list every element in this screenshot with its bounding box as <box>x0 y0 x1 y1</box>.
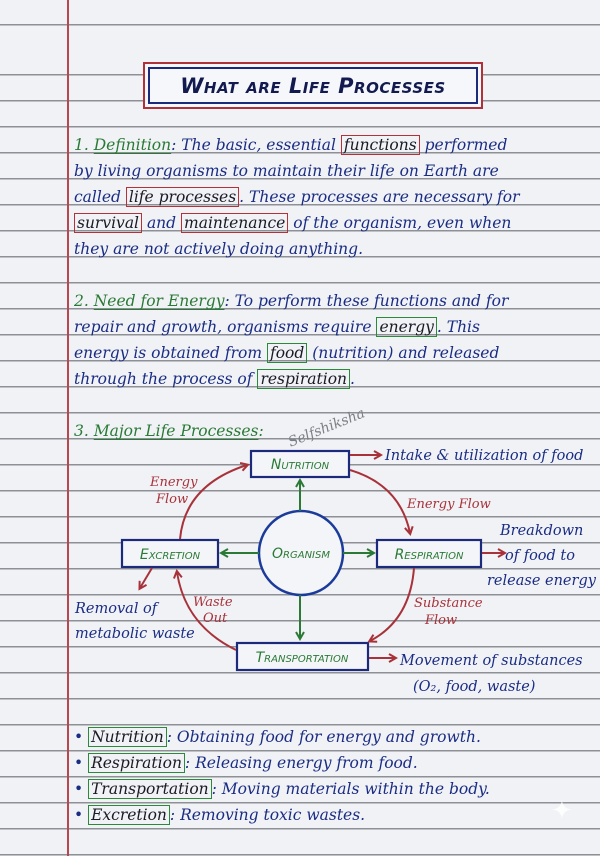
arrow-excretion-desc <box>140 567 153 588</box>
flow-label-energy: Energy <box>149 475 198 490</box>
excretion-node: Excretion <box>120 538 220 569</box>
definition-line-1: 1. Definition: The basic, essential func… <box>74 135 508 155</box>
nutrition-node: Nutrition <box>249 449 351 479</box>
arc-nutrition-to-respiration <box>349 469 410 533</box>
bullet-icon: • <box>74 728 84 746</box>
respiration-description-1: Breakdown <box>499 523 583 539</box>
margin-line <box>67 0 69 856</box>
transportation-node: Transportation <box>235 641 370 672</box>
excretion-description-1: Removal of <box>74 601 160 617</box>
energy-line-3: energy is obtained from food (nutrition)… <box>74 343 500 363</box>
svg-text:Respiration: Respiration <box>395 547 464 563</box>
summary-item: • Transportation: Moving materials withi… <box>74 779 490 799</box>
keyword-energy: energy <box>376 317 437 337</box>
arc-respiration-to-transportation <box>370 567 415 641</box>
section-number: 2. <box>74 292 89 310</box>
keyword-functions: functions <box>340 135 420 155</box>
energy-heading: Need for Energy <box>93 292 225 310</box>
summary-term: Transportation <box>88 779 212 799</box>
excretion-description-2: metabolic waste <box>75 626 195 642</box>
flow-label-substance-flow: Flow <box>424 613 457 628</box>
transportation-description-1: Movement of substances <box>399 653 583 669</box>
organism-node: Organism <box>257 509 345 597</box>
bullet-icon: • <box>74 806 84 824</box>
bullet-icon: • <box>74 780 84 798</box>
transportation-description-2: (O₂, food, waste) <box>413 679 535 695</box>
summary-term: Excretion <box>88 805 170 825</box>
flow-label-energy-flow: Energy Flow <box>406 497 491 512</box>
energy-line-1: 2. Need for Energy: To perform these fun… <box>74 292 509 310</box>
flow-label-waste: Waste <box>193 595 233 610</box>
respiration-description-2: of food to <box>505 548 575 564</box>
arc-transportation-to-excretion <box>177 572 237 651</box>
keyword-respiration: respiration <box>257 369 351 389</box>
summary-term: Respiration <box>88 753 185 773</box>
section-number: 1. <box>74 136 89 154</box>
definition-heading: Definition <box>93 136 172 154</box>
svg-text:Transportation: Transportation <box>256 650 349 666</box>
summary-item: • Nutrition: Obtaining food for energy a… <box>74 727 481 747</box>
sparkle-icon: ✦ <box>551 796 573 826</box>
flow-label-out: Out <box>203 611 228 626</box>
energy-line-4: through the process of respiration. <box>74 369 355 389</box>
bullet-icon: • <box>74 754 84 772</box>
respiration-node: Respiration <box>375 538 483 569</box>
svg-text:Nutrition: Nutrition <box>271 457 330 473</box>
major-processes-heading: Major Life Processes <box>93 422 259 440</box>
respiration-description-3: release energy <box>487 573 597 589</box>
svg-text:Excretion: Excretion <box>140 547 201 563</box>
section-number: 3. <box>74 422 89 440</box>
svg-text:Organism: Organism <box>272 546 330 562</box>
flow-label-flow: Flow <box>155 492 188 507</box>
nutrition-description: Intake & utilization of food <box>384 448 583 464</box>
energy-line-2: repair and growth, organisms require ene… <box>74 317 480 337</box>
summary-item: • Respiration: Releasing energy from foo… <box>74 753 418 773</box>
page-title: What are Life Processes <box>180 73 446 98</box>
summary-term: Nutrition <box>88 727 167 747</box>
arc-excretion-to-nutrition <box>179 465 247 540</box>
summary-item: • Excretion: Removing toxic wastes. <box>74 805 366 825</box>
definition-line-4: survival and maintenance of the organism… <box>74 210 511 236</box>
definition-line-2: by living organisms to maintain their li… <box>74 162 499 180</box>
title-box: What are Life Processes <box>143 62 483 109</box>
keyword-survival: survival <box>74 213 143 233</box>
definition-line-5: they are not actively doing anything. <box>74 240 363 258</box>
keyword-food: food <box>266 343 308 363</box>
flow-label-substance: Substance <box>414 596 483 611</box>
definition-line-3: called life processes. These processes a… <box>74 187 520 207</box>
keyword-life-processes: life processes <box>125 187 240 207</box>
keyword-maintenance: maintenance <box>181 213 289 233</box>
major-processes-heading-line: 3. Major Life Processes: <box>74 422 264 440</box>
